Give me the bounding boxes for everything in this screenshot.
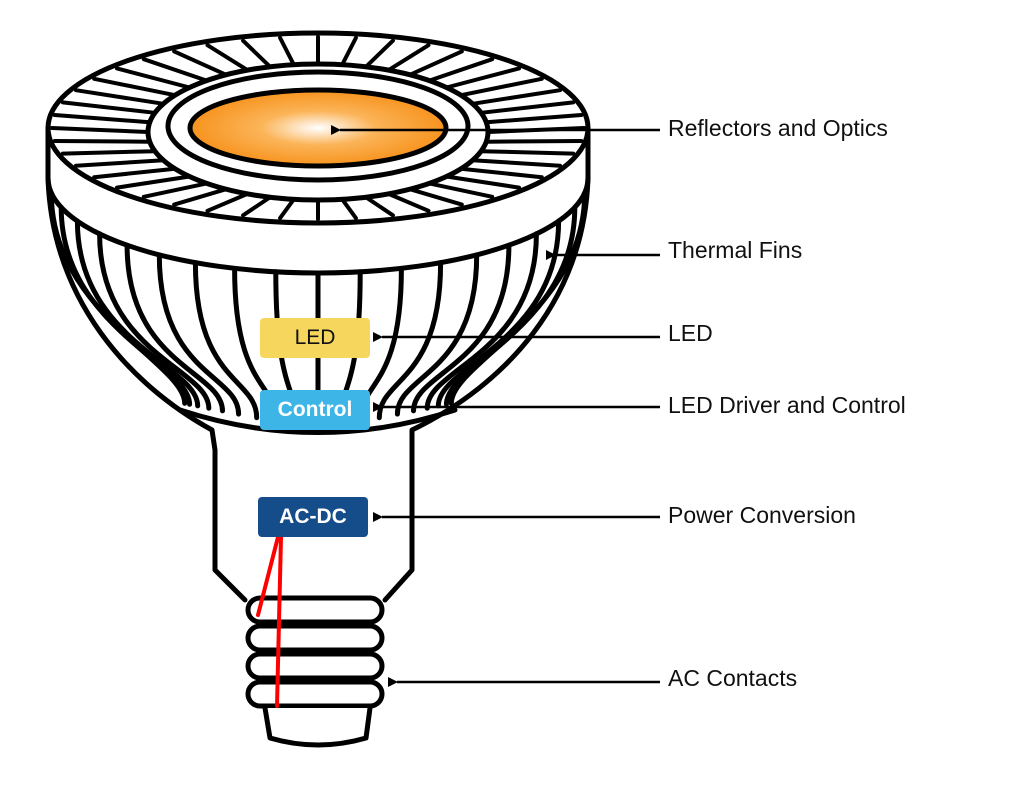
label-power: Power Conversion	[668, 502, 856, 528]
radial-fin	[470, 158, 562, 168]
radial-fin	[74, 88, 166, 106]
radial-fin	[141, 57, 209, 83]
control-box: Control	[260, 390, 370, 430]
wire	[256, 535, 280, 617]
radial-fin	[172, 49, 229, 77]
label-led: LED	[668, 320, 713, 346]
radial-fin	[340, 197, 358, 221]
radial-fin	[427, 181, 495, 199]
thermal-fin	[156, 252, 242, 417]
radial-fin	[459, 76, 544, 98]
led-box: LED	[260, 318, 370, 358]
radial-fin	[52, 113, 152, 125]
radial-fin	[50, 126, 150, 134]
radial-fin	[60, 100, 157, 115]
screw-threads	[245, 595, 385, 748]
thermal-fin	[97, 231, 212, 411]
radial-fin	[459, 166, 544, 180]
thermal-fin	[424, 231, 539, 411]
radial-fin	[340, 35, 358, 67]
radial-fin	[363, 38, 395, 69]
acdc-box: AC-DC	[258, 497, 368, 537]
radial-fin	[172, 187, 229, 207]
radial-fin	[241, 195, 273, 218]
radial-fin	[74, 158, 166, 168]
radial-fin	[278, 35, 296, 67]
radial-fin	[363, 195, 395, 218]
label-thermal-fins: Thermal Fins	[668, 237, 803, 263]
radial-fin	[92, 166, 177, 180]
label-reflectors: Reflectors and Optics	[668, 115, 888, 141]
radial-fin	[205, 43, 250, 73]
radial-fin	[205, 191, 250, 213]
thermal-fin	[74, 218, 201, 409]
radial-fin	[386, 43, 431, 73]
radial-fin	[52, 139, 152, 144]
wire	[275, 535, 283, 708]
thermal-fin	[58, 204, 193, 407]
radial-fin	[386, 191, 431, 213]
radial-fins	[50, 35, 586, 221]
radial-fin	[479, 100, 576, 115]
radial-fin	[484, 139, 584, 144]
label-contacts: AC Contacts	[668, 665, 798, 691]
thermal-fin	[411, 242, 512, 414]
bowl-bottom-edge	[177, 407, 458, 435]
radial-fin	[241, 38, 273, 69]
reflector	[187, 87, 449, 169]
radial-fin	[444, 174, 521, 190]
radial-fin	[141, 181, 209, 199]
thermal-fin	[394, 252, 480, 417]
radial-fin	[470, 88, 562, 106]
radial-fin	[92, 76, 177, 98]
label-driver: LED Driver and Control	[668, 392, 906, 418]
radial-fin	[60, 149, 157, 156]
radial-fin	[115, 66, 192, 90]
radial-fin	[115, 174, 192, 190]
thermal-fin	[124, 242, 225, 414]
radial-fin	[407, 187, 464, 207]
radial-fin	[444, 66, 521, 90]
thermal-fin	[448, 190, 588, 406]
radial-fin	[427, 57, 495, 83]
radial-fin	[484, 113, 584, 125]
radial-fin	[407, 49, 464, 77]
radial-fin	[479, 149, 576, 156]
thermal-fin	[192, 260, 260, 421]
radial-fin	[278, 197, 296, 221]
rim-band	[45, 175, 591, 276]
